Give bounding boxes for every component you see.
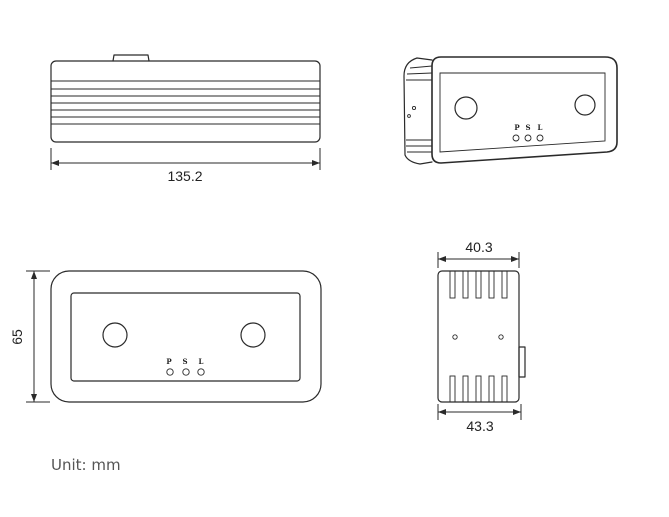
- width-label: 135.2: [167, 168, 202, 184]
- front-indicator-p: P: [166, 357, 172, 366]
- side-top-vents: [449, 270, 508, 299]
- side-top-label: 40.3: [465, 239, 492, 255]
- front-indicator-l: L: [199, 357, 204, 366]
- height-label: 65: [9, 329, 25, 345]
- side-bottom-vents: [449, 375, 508, 403]
- isometric-view: P S L: [403, 56, 618, 165]
- iso-indicator-s: S: [525, 123, 530, 132]
- front-view: P S L 65: [9, 270, 322, 403]
- front-indicator-s: S: [182, 357, 187, 366]
- iso-indicator-l: L: [538, 123, 543, 132]
- unit-label: Unit: mm: [51, 456, 121, 474]
- side-top-dimension: 40.3: [437, 239, 520, 268]
- side-view: 40.3 43.3: [437, 239, 526, 434]
- height-dimension: 65: [9, 270, 50, 403]
- top-view: 135.2: [50, 54, 321, 184]
- side-bottom-dimension: 43.3: [437, 404, 522, 434]
- width-dimension: 135.2: [50, 148, 321, 184]
- iso-indicator-p: P: [514, 123, 520, 132]
- side-bottom-label: 43.3: [466, 418, 493, 434]
